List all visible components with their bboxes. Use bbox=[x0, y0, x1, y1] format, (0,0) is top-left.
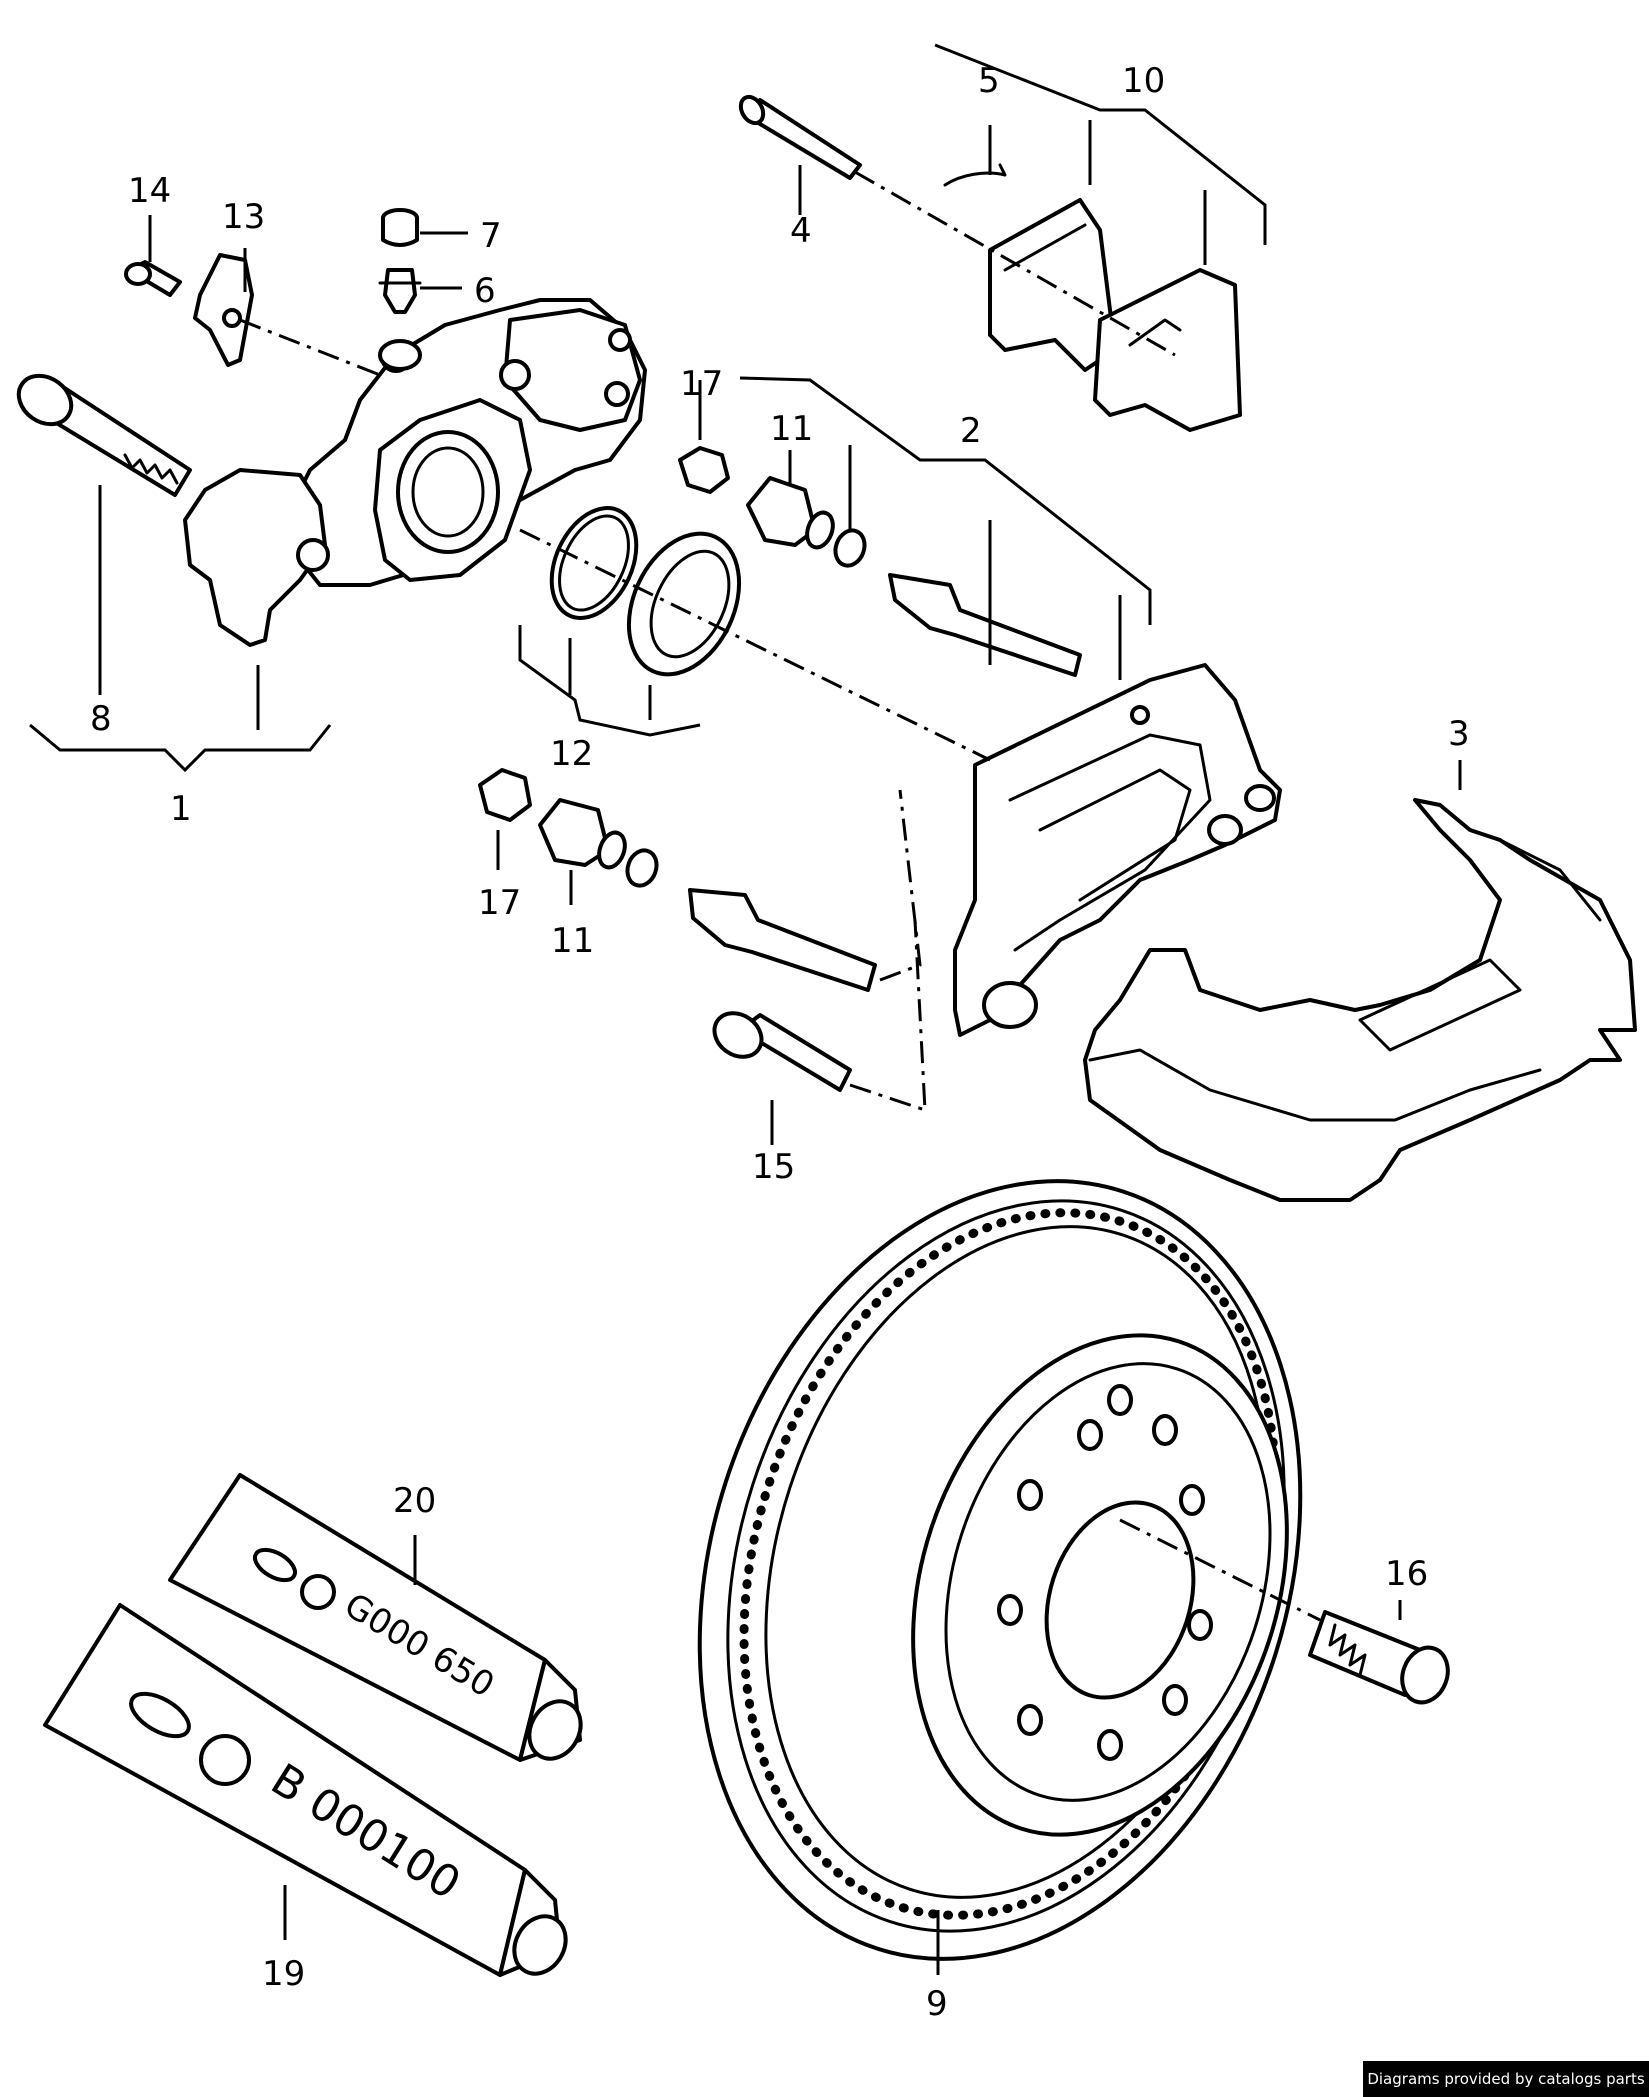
brake-disc bbox=[697, 1179, 1303, 1961]
callout-1: 1 bbox=[170, 789, 192, 829]
caliper-carrier bbox=[953, 663, 1282, 1037]
callout-8: 8 bbox=[90, 699, 112, 739]
guide-nut-lower bbox=[478, 768, 532, 822]
callout-6: 6 bbox=[474, 271, 496, 311]
cover-plate bbox=[1083, 798, 1637, 1202]
callout-17-upper: 17 bbox=[680, 364, 723, 404]
guide-boot-upper bbox=[746, 476, 835, 550]
callout-11-lower: 11 bbox=[551, 921, 594, 961]
piston-boot bbox=[626, 531, 742, 677]
diagram-credit-badge: Diagrams provided by catalogs parts bbox=[1363, 2061, 1649, 2097]
caliper-housing bbox=[183, 298, 647, 647]
callout-4: 4 bbox=[790, 211, 812, 251]
caliper-bolt bbox=[16, 373, 192, 497]
guide-boot-lower bbox=[538, 798, 627, 870]
guide-sleeve-lower bbox=[625, 848, 877, 992]
callout-15: 15 bbox=[752, 1147, 795, 1187]
callout-9: 9 bbox=[926, 1984, 948, 2024]
callout-3: 3 bbox=[1448, 714, 1470, 754]
callout-16: 16 bbox=[1385, 1554, 1428, 1594]
callout-12: 12 bbox=[550, 734, 593, 774]
dust-cap bbox=[381, 208, 419, 247]
callout-17-lower: 17 bbox=[478, 883, 521, 923]
callout-labels: 1 2 3 4 5 6 7 8 9 10 11 11 12 13 14 15 1… bbox=[90, 61, 1470, 2024]
bleeder-screw bbox=[378, 268, 422, 314]
piston-seal bbox=[549, 506, 639, 620]
grease-tube-19: B 000100 bbox=[43, 1603, 568, 1977]
callout-14: 14 bbox=[128, 171, 171, 211]
callout-7: 7 bbox=[480, 216, 502, 256]
leader-lines bbox=[29, 43, 1462, 1975]
brake-pads bbox=[943, 163, 1242, 432]
callout-10: 10 bbox=[1122, 61, 1165, 101]
guide-sleeve-upper bbox=[833, 528, 1082, 677]
callout-5: 5 bbox=[978, 61, 1000, 101]
callout-19: 19 bbox=[262, 1954, 305, 1994]
callout-13: 13 bbox=[222, 197, 265, 237]
carrier-bolt bbox=[712, 919, 927, 1113]
grease-tube-20: G000 650 bbox=[168, 1473, 583, 1762]
callout-2: 2 bbox=[960, 411, 982, 451]
bracket-bolt bbox=[124, 260, 182, 297]
callout-11-upper: 11 bbox=[770, 409, 813, 449]
callout-20: 20 bbox=[393, 1481, 436, 1521]
diagram-credit-text: Diagrams provided by catalogs parts bbox=[1367, 2070, 1645, 2088]
bracket bbox=[193, 253, 381, 377]
disc-screw bbox=[1119, 1518, 1450, 1705]
guide-nut-upper bbox=[678, 446, 730, 494]
guide-pin bbox=[738, 94, 1176, 357]
